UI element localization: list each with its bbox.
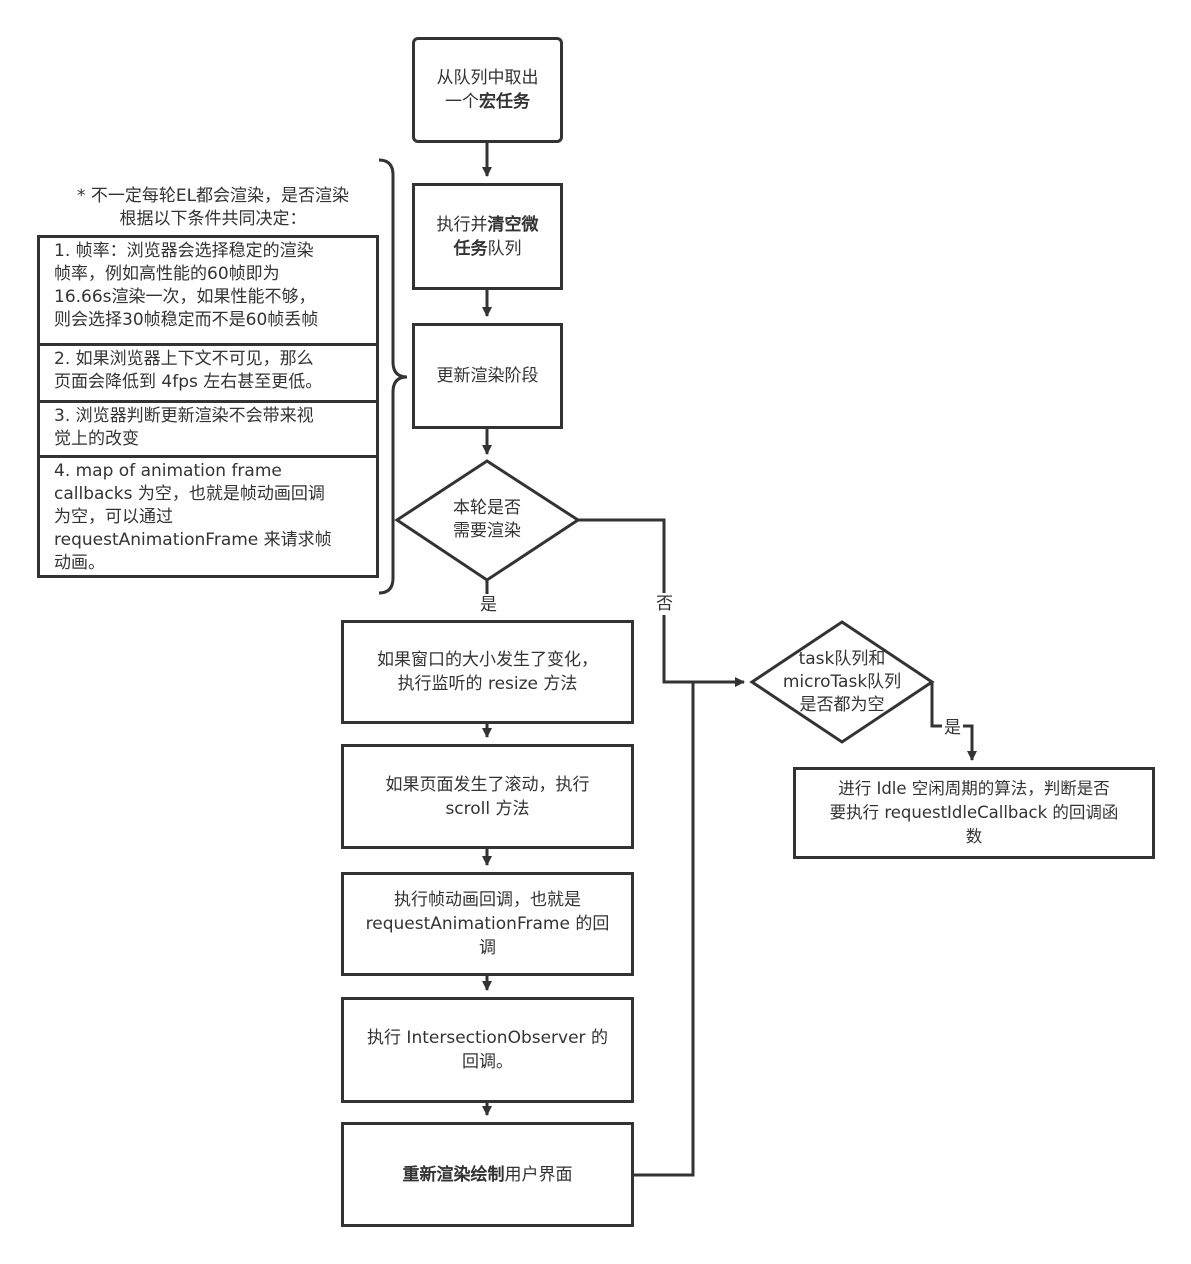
condition-4-line5: 动画。 [54,553,105,573]
step-resize-line2: 执行监听的 resize 方法 [397,674,578,694]
step-idle-line2: 要执行 requestIdleCallback 的回调函 [829,803,1119,822]
step-repaint-post: 用户界面 [504,1164,573,1185]
step-flush-bold2: 任务 [453,238,488,259]
edge-label-yes-render: 是 [478,594,499,616]
decision-need-render-line1: 本轮是否 [453,498,521,518]
edge-label-yes-empty: 是 [942,717,963,739]
step-take-macro-line2: 一个 [445,92,479,112]
condition-2-line2: 页面会降低到 4fps 左右甚至更低。 [54,372,323,392]
step-flush-post: 队列 [487,238,522,259]
step-raf-line3: 调 [478,938,496,958]
step-io-line1: 执行 IntersectionObserver 的 [367,1028,608,1048]
note-title-line2: 根据以下条件共同决定： [119,209,307,229]
note-title-line1: * 不一定每轮EL都会渲染，是否渲染 [76,186,350,206]
note-title: * 不一定每轮EL都会渲染，是否渲染 根据以下条件共同决定： [40,185,386,231]
step-raf-line1: 执行帧动画回调，也就是 [393,890,581,910]
step-update-render-label: 更新渲染阶段 [436,366,539,386]
condition-1-line3: 16.66s渲染一次，如果性能不够， [54,287,316,307]
decision-queues-empty: task队列和 microTask队列 是否都为空 [767,647,917,717]
decision-need-render-shape [394,459,581,582]
condition-4-line2: callbacks 为空，也就是帧动画回调 [54,484,325,504]
step-scroll-line2: scroll 方法 [445,798,530,819]
step-take-macro-bold: 宏任务 [479,92,530,112]
step-flush-bold1: 清空微 [487,214,539,235]
note-brace [378,158,408,595]
edge-repaint-to-queues [634,682,695,1177]
step-idle-line3: 数 [965,827,983,846]
decision-queues-line3: 是否都为空 [799,694,885,715]
condition-1-line1: 1. 帧率：浏览器会选择稳定的渲染 [54,241,314,261]
note-condition-visibility: 2. 如果浏览器上下文不可见，那么 页面会降低到 4fps 左右甚至更低。 [37,343,379,403]
step-idle-line1: 进行 Idle 空闲周期的算法，判断是否 [838,779,1110,798]
step-resize: 如果窗口的大小发生了变化， 执行监听的 resize 方法 [341,620,634,724]
decision-queues-empty-shape [749,620,935,744]
decision-need-render-line2: 需要渲染 [453,521,521,541]
condition-1-line4: 则会选择30帧稳定而不是60帧丢帧 [54,310,319,330]
step-raf-line2: requestAnimationFrame 的回 [365,914,610,934]
decision-queues-line1: task队列和 [798,648,886,669]
step-io-line2: 回调。 [461,1052,513,1072]
condition-3-line2: 觉上的改变 [54,429,139,449]
note-condition-framerate: 1. 帧率：浏览器会选择稳定的渲染 帧率，例如高性能的60帧即为 16.66s渲… [37,235,379,346]
step-repaint-bold: 重新渲染绘制 [402,1164,505,1185]
decision-need-render: 本轮是否 需要渲染 [427,490,547,550]
step-intersection-observer: 执行 IntersectionObserver 的 回调。 [341,997,634,1103]
condition-4-line4: requestAnimationFrame 来请求帧 [54,530,332,550]
step-repaint: 重新渲染绘制用户界面 [341,1122,634,1227]
note-condition-raf-empty: 4. map of animation frame callbacks 为空，也… [37,455,379,578]
step-flush-pre: 执行并 [436,214,488,235]
decision-queues-line2: microTask队列 [782,671,902,692]
step-idle-callback: 进行 Idle 空闲周期的算法，判断是否 要执行 requestIdleCall… [793,767,1155,859]
step-scroll-line1: 如果页面发生了滚动，执行 [385,774,590,795]
condition-4-line1: 4. map of animation frame [54,461,282,481]
condition-2-line1: 2. 如果浏览器上下文不可见，那么 [54,349,314,369]
note-condition-no-visual-change: 3. 浏览器判断更新渲染不会带来视 觉上的改变 [37,400,379,458]
condition-3-line1: 3. 浏览器判断更新渲染不会带来视 [54,406,314,426]
condition-1-line2: 帧率，例如高性能的60帧即为 [54,264,280,284]
step-raf-callbacks: 执行帧动画回调，也就是 requestAnimationFrame 的回 调 [341,872,634,976]
step-scroll: 如果页面发生了滚动，执行 scroll 方法 [341,744,634,849]
edge-label-no-render: 否 [654,593,675,615]
step-flush-microtasks: 执行并清空微 任务队列 [412,183,563,290]
step-update-render: 更新渲染阶段 [412,323,563,429]
condition-4-line3: 为空，可以通过 [54,507,173,527]
step-resize-line1: 如果窗口的大小发生了变化， [377,650,598,670]
step-take-macro-line1: 从队列中取出 [436,68,539,88]
step-take-macro-task: 从队列中取出 一个宏任务 [412,37,563,143]
